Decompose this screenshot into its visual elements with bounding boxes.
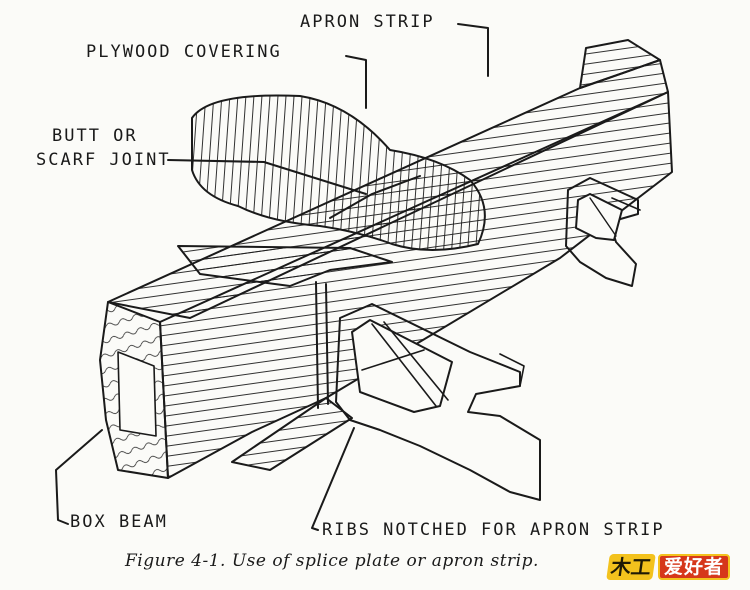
label-ribs-notched: RIBS NOTCHED FOR APRON STRIP — [322, 520, 665, 540]
rib-front — [335, 303, 541, 501]
leader-plywood — [345, 55, 367, 109]
watermark-mark: 木工 — [606, 554, 656, 580]
label-butt-or: BUTT OR — [52, 126, 138, 146]
label-apron-strip: APRON STRIP — [300, 12, 435, 32]
plywood-covering — [191, 94, 486, 251]
rib-rear — [565, 177, 639, 287]
box-beam-side — [159, 91, 673, 479]
watermark-logo: 木工 爱好者 — [606, 552, 738, 582]
leader-scarf — [167, 159, 367, 195]
leader-apron — [457, 23, 489, 77]
leader-ribs — [311, 427, 355, 531]
scarf-joint-line — [329, 175, 421, 219]
watermark-text: 爱好者 — [658, 554, 731, 580]
apron-strip-plate — [177, 245, 393, 287]
label-plywood-covering: PLYWOOD COVERING — [86, 42, 282, 62]
leader-box-beam — [55, 429, 103, 525]
label-scarf-joint: SCARF JOINT — [36, 150, 171, 170]
figure-caption: Figure 4-1. Use of splice plate or apron… — [125, 551, 539, 571]
label-box-beam: BOX BEAM — [70, 512, 168, 532]
